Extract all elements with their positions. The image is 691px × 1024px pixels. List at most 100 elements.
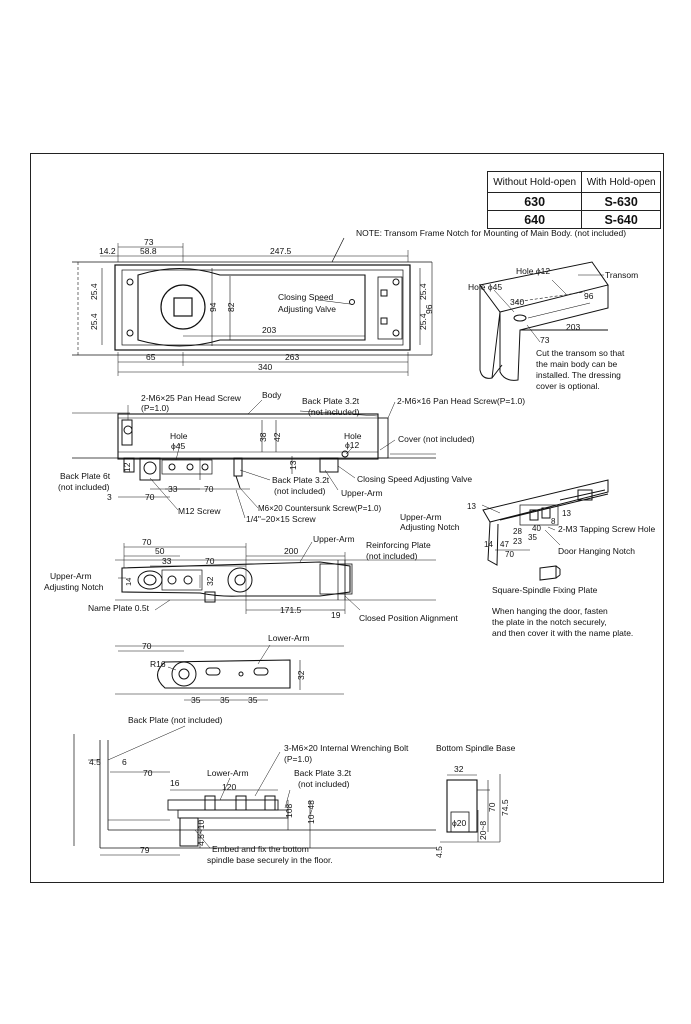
countersunk-screw: M6×20 Countersunk Screw(P=1.0) xyxy=(258,504,382,513)
upper-arm-labels: Upper-Arm Reinforcing Plate (not include… xyxy=(44,534,458,623)
la-dim-35: 35 xyxy=(248,695,258,705)
spindle-base-title: Bottom Spindle Base xyxy=(436,743,516,753)
sb-dim-74-5: 74.5 xyxy=(500,799,510,816)
body-label: Body xyxy=(262,390,282,400)
transom-dim-340: 340 xyxy=(510,297,524,307)
dim-25-4: 25.4 xyxy=(418,313,428,330)
dim-94: 94 xyxy=(208,302,218,312)
transom-hole45: Hole ϕ45 xyxy=(468,282,502,292)
fv-bolt-p: (P=1.0) xyxy=(284,754,312,764)
dim-25-4: 25.4 xyxy=(89,283,99,300)
transom-label: Transom xyxy=(605,270,638,280)
la-dim-32: 32 xyxy=(296,670,306,680)
arm-notch-dim-70: 70 xyxy=(505,550,514,559)
upper-arm-side: Upper-Arm xyxy=(341,488,383,498)
dim-25-4: 25.4 xyxy=(418,283,428,300)
arm-adjusting-notch-1: Upper-Arm xyxy=(400,512,442,522)
lower-arm-label: Lower-Arm xyxy=(268,633,310,643)
spindle-base xyxy=(440,774,501,843)
dim-70: 70 xyxy=(145,492,155,502)
transom-hole12: Hole ϕ12 xyxy=(516,266,550,276)
ua-dim-171-5: 171.5 xyxy=(280,605,302,615)
transom-caption-1: Cut the transom so that xyxy=(536,348,625,358)
square-spindle-plate: Square-Spindle Fixing Plate xyxy=(492,585,598,595)
ua-dim-19: 19 xyxy=(331,610,341,620)
cover-label: Cover (not included) xyxy=(398,434,475,444)
back-plate-32b: Back Plate 3.2t xyxy=(272,475,330,485)
arm-notch-dim-14: 14 xyxy=(484,540,493,549)
dim-73: 73 xyxy=(144,237,154,247)
upper-arm-label: Upper-Arm xyxy=(313,534,355,544)
fv-caption-1: Embed and fix the bottom xyxy=(212,844,309,854)
back-plate-32-note: (not included) xyxy=(308,407,360,417)
fv-dim-4-5: 4.5 xyxy=(89,757,101,767)
ua-dim-32: 32 xyxy=(205,576,215,586)
reinforcing-plate-note: (not included) xyxy=(366,551,418,561)
transom-caption-3: installed. The dressing xyxy=(536,370,621,380)
closing-speed-label-2: Adjusting Valve xyxy=(278,304,336,314)
fv-back-plate-32-note: (not included) xyxy=(298,779,350,789)
ua-dim-70b: 70 xyxy=(205,556,215,566)
hole-45: ϕ45 xyxy=(171,441,185,451)
screw-pan-16: 2-M6×16 Pan Head Screw(P=1.0) xyxy=(397,396,525,406)
fv-dim-120: 120 xyxy=(222,782,236,792)
top-view-labels: 73 14.2 58.8 247.5 25.4 25.4 25.4 25.4 9… xyxy=(89,237,434,372)
arm-notch-dim-13b: 13 xyxy=(562,509,571,518)
model-table: Without Hold-open With Hold-open 630 S-6… xyxy=(486,171,661,229)
page-frame xyxy=(30,153,664,883)
fv-dim-70: 70 xyxy=(143,768,153,778)
arm-notch-caption-2: the plate in the notch securely, xyxy=(492,617,607,627)
hole-label: Hole xyxy=(170,431,188,441)
closing-speed-valve: Closing Speed Adjusting Valve xyxy=(357,474,472,484)
dim-42: 42 xyxy=(272,432,282,442)
back-plate-6: Back Plate 6t xyxy=(60,471,111,481)
fv-lower-arm: Lower-Arm xyxy=(207,768,249,778)
model-cell: S-640 xyxy=(581,210,661,229)
arm-notch-labels: 13 Upper-Arm Adjusting Notch 8 13 40 28 … xyxy=(400,502,655,638)
arm-notch-dim-8: 8 xyxy=(551,517,556,526)
fv-dim-16: 16 xyxy=(170,778,180,788)
ua-dim-33: 33 xyxy=(162,556,172,566)
back-plate-32b-note: (not included) xyxy=(274,486,326,496)
fv-back-plate: Back Plate (not included) xyxy=(128,715,223,725)
screw-pan-25-p: (P=1.0) xyxy=(141,403,169,413)
fv-dim-10-48: 10~48 xyxy=(306,800,316,824)
back-plate-32: Back Plate 3.2t xyxy=(302,396,360,406)
dim-203: 203 xyxy=(262,325,276,335)
la-dim-35: 35 xyxy=(220,695,230,705)
fv-dim-6: 6 xyxy=(122,757,127,767)
upper-arm-view xyxy=(115,541,436,614)
sb-dim-70: 70 xyxy=(487,802,497,812)
transom-note: NOTE: Transom Frame Notch for Mounting o… xyxy=(356,228,626,238)
transom-dim-73: 73 xyxy=(540,335,550,345)
la-r16: R16 xyxy=(150,659,166,669)
fv-bolt: 3-M6×20 Internal Wrenching Bolt xyxy=(284,743,409,753)
transom-dim-96: 96 xyxy=(584,291,594,301)
dim-33: 33 xyxy=(168,484,178,494)
fv-dim-79: 79 xyxy=(140,845,150,855)
back-plate-6-note: (not included) xyxy=(58,482,110,492)
spindle-base-labels: Bottom Spindle Base 32 70 74.5 20~8 4.5 … xyxy=(434,743,516,858)
sb-dim-32: 32 xyxy=(454,764,464,774)
ua-dim-200: 200 xyxy=(284,546,298,556)
ua-dim-50: 50 xyxy=(155,546,165,556)
dim-38: 38 xyxy=(258,432,268,442)
dim-263: 263 xyxy=(285,352,299,362)
la-dim-35: 35 xyxy=(191,695,201,705)
closed-position: Closed Position Alignment xyxy=(359,613,458,623)
side-view-labels: 2-M6×25 Pan Head Screw (P=1.0) Body Back… xyxy=(58,390,525,524)
fv-back-plate-32: Back Plate 3.2t xyxy=(294,768,352,778)
la-dim-70: 70 xyxy=(142,641,152,651)
arm-notch-dim-35: 35 xyxy=(528,533,537,542)
screw-14: 1/4"−20×15 Screw xyxy=(246,514,317,524)
lower-arm-view xyxy=(115,644,344,701)
side-view xyxy=(72,399,436,519)
model-cell: 640 xyxy=(486,210,583,229)
dim-13: 13 xyxy=(288,460,298,470)
arm-notch-dim-47: 47 xyxy=(500,540,509,549)
floor-view xyxy=(73,725,436,856)
sb-dim-20-8: 20~8 xyxy=(478,821,488,840)
hole-12: ϕ12 xyxy=(345,440,359,450)
fv-dim-108: 108 xyxy=(284,804,294,818)
